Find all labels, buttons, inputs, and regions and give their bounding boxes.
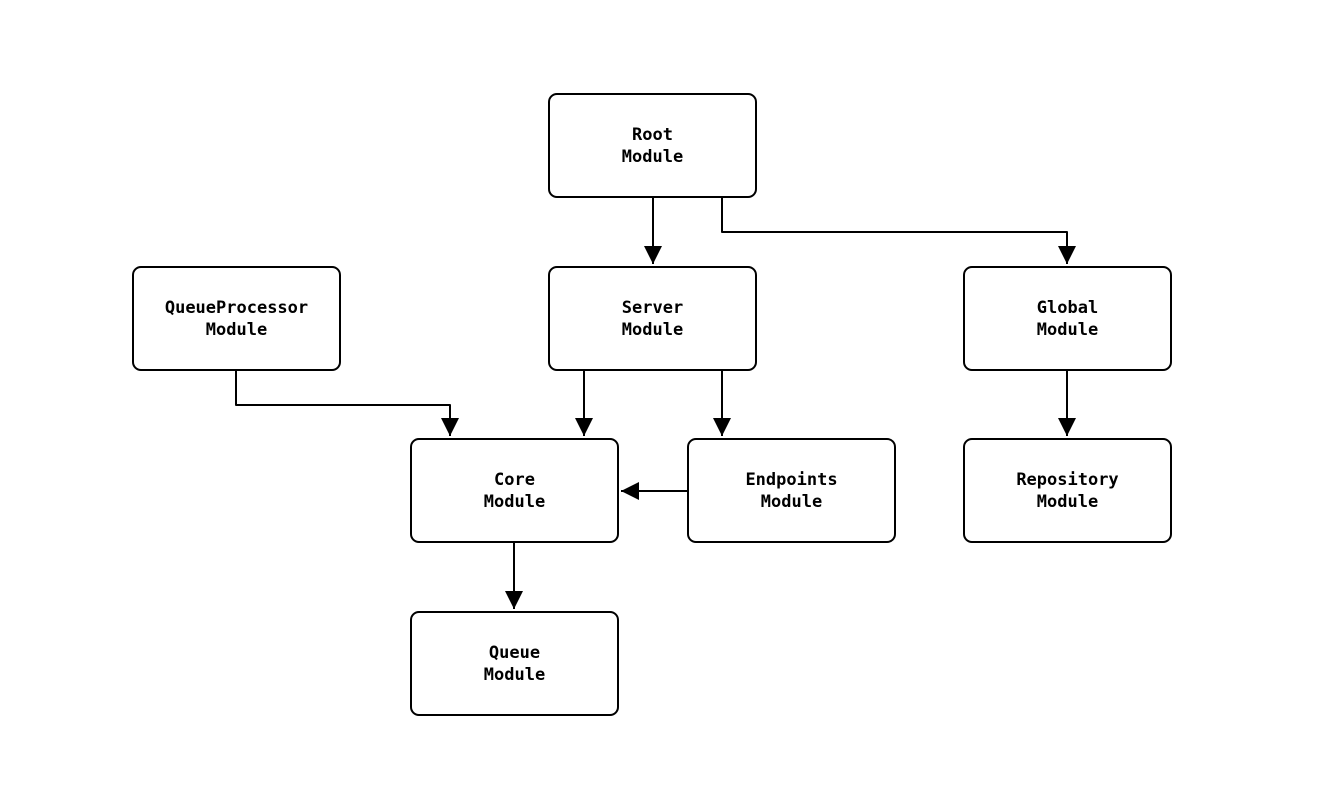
node-label-queue-module: Queue Module [483,642,546,685]
node-global-module: Global Module [963,266,1172,371]
node-queueprocessor-module: QueueProcessor Module [132,266,341,371]
node-label-core-module: Core Module [483,469,546,512]
node-label-repository-module: Repository Module [1016,469,1119,512]
edge-queueprocessor-to-core [235,371,459,436]
node-label-queueprocessor-module: QueueProcessor Module [164,297,309,340]
node-repository-module: Repository Module [963,438,1172,543]
node-server-module: Server Module [548,266,757,371]
node-label-endpoints-module: Endpoints Module [745,469,838,512]
node-root-module: Root Module [548,93,757,198]
node-core-module: Core Module [410,438,619,543]
edge-root-to-global [721,198,1076,264]
node-label-root-module: Root Module [621,124,684,167]
node-queue-module: Queue Module [410,611,619,716]
node-label-global-module: Global Module [1036,297,1099,340]
node-label-server-module: Server Module [621,297,684,340]
node-endpoints-module: Endpoints Module [687,438,896,543]
